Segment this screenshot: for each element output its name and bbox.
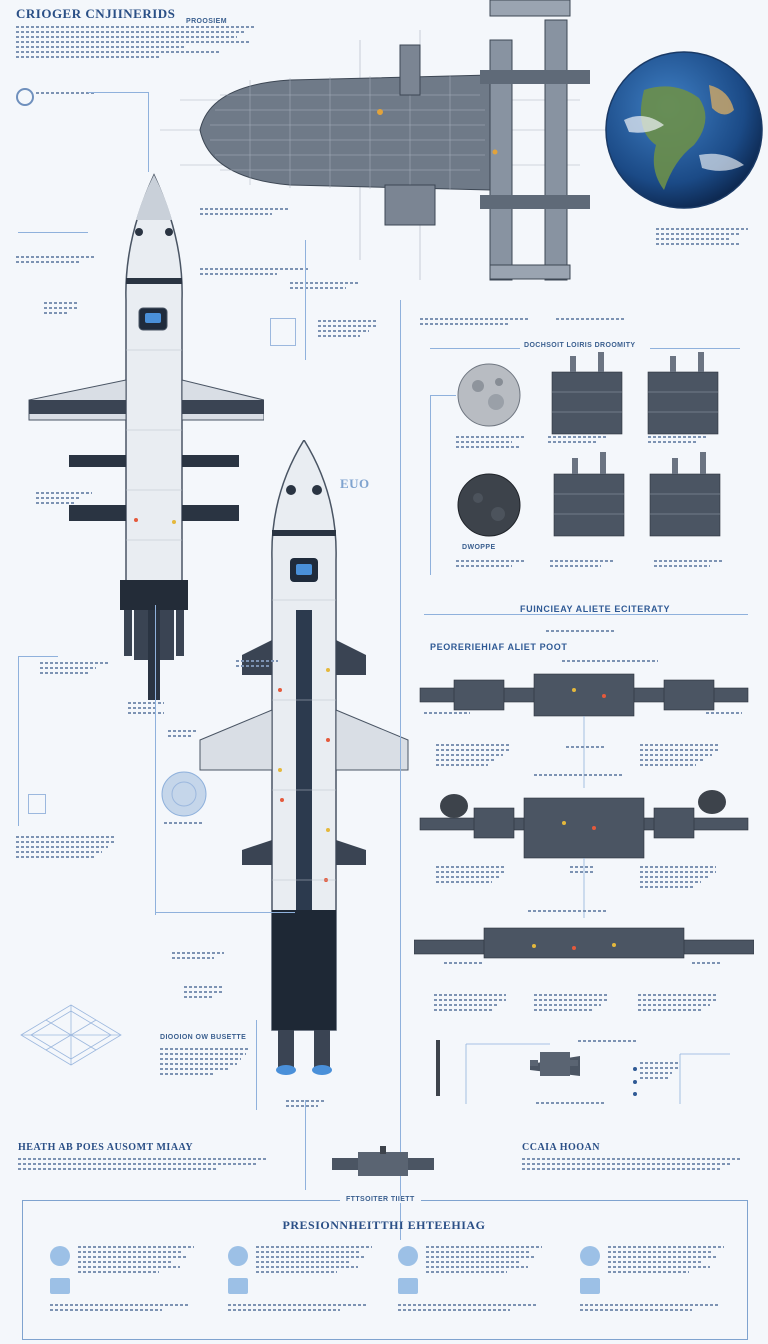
footer-notes (256, 1246, 372, 1273)
mid-notes-3 (290, 282, 360, 289)
mini-label (36, 92, 96, 94)
deck-notes-4 (436, 744, 510, 766)
deck-notes-3 (566, 746, 606, 748)
mid-notes-1 (200, 208, 290, 215)
mach-notes-2 (648, 436, 708, 443)
gauge-icon (580, 1246, 600, 1266)
subheading-left: PEORERIEHIAF ALIET POOT (430, 642, 568, 652)
earth-notes (656, 228, 748, 245)
deck-notes-10 (528, 910, 608, 912)
footer-column (578, 1244, 728, 1334)
isometric-grid (20, 1004, 122, 1066)
deck-notes-5 (640, 744, 720, 766)
machinery-grid (551, 352, 721, 537)
sub-notes (562, 660, 658, 662)
moon-dark (457, 473, 521, 537)
bottom-right-notes (522, 1158, 742, 1170)
gauge-icon (228, 1246, 248, 1266)
right-section-caption: DOCHSOIT LOIRIS DROOMITY (524, 342, 636, 349)
mid-notes-7 (184, 986, 224, 998)
section-notes (546, 630, 616, 632)
section-heading: FUINCIEAY ALIETE ECITERATY (520, 604, 671, 614)
deck-notes-14 (534, 994, 608, 1011)
deck-notes-7 (436, 866, 506, 883)
left-notes-7 (16, 836, 116, 858)
footer-notes (426, 1246, 542, 1273)
bottom-left-heading: HEATH AB POES AUSOMT MIAAY (18, 1142, 194, 1153)
left-notes-6 (168, 730, 198, 737)
page-title: CRIOGER CNJIINERIDS (16, 6, 176, 21)
footer-notes (50, 1304, 190, 1311)
footer-notes (608, 1246, 724, 1273)
gauge-icon (228, 1278, 248, 1294)
deck-notes-2 (706, 712, 742, 714)
footer-notes (78, 1246, 194, 1273)
deck-notes-9 (640, 866, 716, 888)
sensor-disc (161, 771, 207, 817)
left-notes-2 (44, 302, 78, 314)
deck-notes-8 (570, 866, 594, 873)
panel-icon (270, 318, 296, 346)
left-notes-4 (40, 662, 110, 674)
mach-notes-1 (548, 436, 608, 443)
moon-dark-notes (456, 560, 526, 567)
deck-notes-13 (434, 994, 506, 1011)
disc-notes (164, 822, 204, 824)
footer-title: PRESIONNHEITTHI EHTEEHIAG (282, 1218, 486, 1232)
footer-column (396, 1244, 546, 1334)
footer-notes (580, 1304, 720, 1311)
moon-light-notes (456, 436, 526, 448)
gauge-icon (398, 1246, 418, 1266)
intro-text-block (16, 26, 256, 58)
craft-notes-2 (640, 1062, 680, 1079)
earth-globe (605, 51, 763, 209)
mid-notes-4 (318, 320, 378, 337)
gauge-icon (398, 1278, 418, 1294)
left-notes-5 (128, 702, 164, 714)
top-caption: PROOSIEM (186, 18, 227, 25)
footer-top-label: FTTSOITER TIIETT (340, 1196, 421, 1203)
station-decks (414, 673, 754, 959)
mach-notes-4 (654, 560, 724, 567)
rocket-left (28, 173, 264, 700)
deck-notes-15 (638, 994, 718, 1011)
footer-column (226, 1244, 376, 1334)
compass-icon (16, 88, 34, 106)
footer-notes (398, 1304, 538, 1311)
base-notes (286, 1100, 326, 1107)
bottom-left-notes (18, 1158, 268, 1170)
gauge-icon (50, 1246, 70, 1266)
mid-notes-5 (236, 660, 278, 667)
moon-light (457, 363, 521, 427)
caption-notes (160, 1048, 250, 1075)
footer-notes (228, 1304, 368, 1311)
deck-notes-12 (692, 962, 722, 964)
craft-notes-3 (536, 1102, 606, 1104)
station-schematic (160, 0, 610, 281)
mid-notes-2 (200, 268, 310, 275)
left-notes-3 (36, 492, 92, 504)
rocket-center (199, 440, 409, 1075)
gauge-icon (580, 1278, 600, 1294)
deck-notes-1 (424, 712, 470, 714)
craft-notes-1 (578, 1040, 638, 1042)
gauge-icon (50, 1278, 70, 1294)
craft-profile (436, 1040, 730, 1104)
footer-column (48, 1244, 198, 1334)
station-bottom (332, 1146, 434, 1176)
left-notes-1 (16, 256, 96, 263)
moon-caption: DWOPPE (462, 544, 496, 551)
side-badge: EUO (340, 476, 370, 491)
right-notes-1 (420, 318, 530, 325)
mach-notes-3 (550, 560, 614, 567)
bottom-left-caption: DIOOION OW BUSETTE (160, 1034, 247, 1041)
bottom-right-heading: CCAIA HOOAN (522, 1142, 601, 1153)
mid-notes-6 (172, 952, 224, 959)
deck-notes-6 (534, 774, 624, 776)
deck-notes-11 (444, 962, 484, 964)
right-notes-2 (556, 318, 626, 320)
module-icon (28, 794, 46, 814)
